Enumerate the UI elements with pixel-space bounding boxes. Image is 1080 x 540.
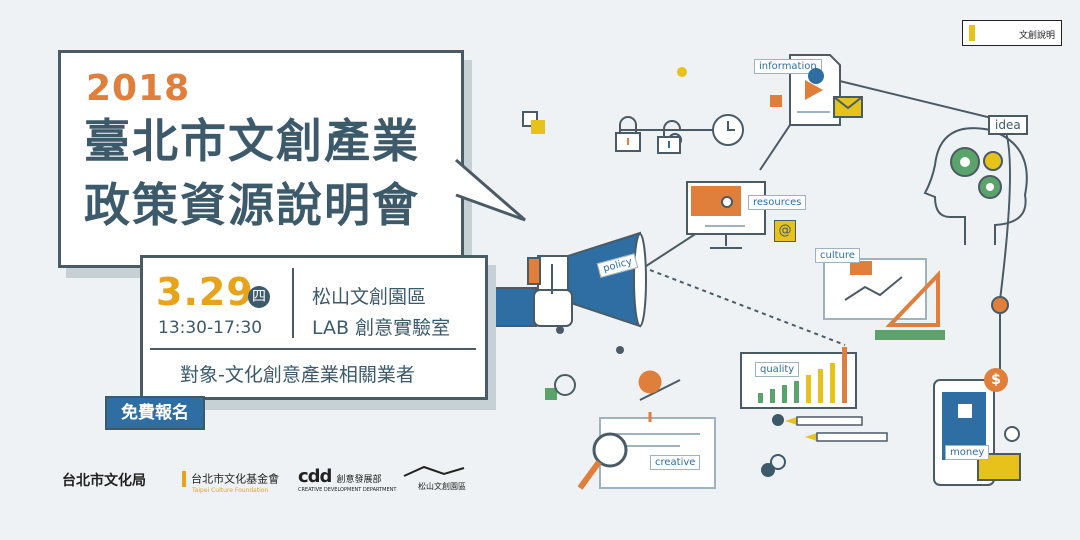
information-tag: information (754, 59, 822, 74)
clock-icon (712, 114, 744, 146)
songshan-logo: 松山文創園區 (402, 462, 466, 492)
foundation-mark-icon (182, 470, 186, 487)
foundation-name-en: Taipei Culture Foundation (192, 487, 269, 494)
event-weekday: 四 (248, 286, 270, 308)
monitor-icon (686, 181, 766, 249)
info-box (140, 255, 488, 400)
cdd-logo: cdd 創意發展部 CREATIVE DEVELOPMENT DEPARTMEN… (298, 466, 396, 493)
bubble-tail (455, 158, 526, 222)
top-right-logo: 文創說明 (962, 20, 1062, 46)
free-registration-button[interactable]: 免費報名 (105, 396, 205, 430)
foundation-logo: 台北市文化基金會 Taipei Culture Foundation (182, 468, 279, 494)
title-line1: 臺北市文創產業 (84, 114, 420, 168)
megaphone-icon (490, 231, 647, 328)
dollar-icon: $ (984, 368, 1008, 392)
money-tag: money (945, 445, 990, 460)
foundation-name: 台北市文化基金會 (191, 472, 280, 486)
title-line2: 政策資源說明會 (84, 178, 420, 232)
event-time: 13:30-17:30 (158, 318, 263, 338)
venue-line1: 松山文創園區 (312, 286, 427, 308)
info-dot (808, 68, 824, 84)
event-year: 2018 (86, 68, 191, 109)
event-date: 3.29 (156, 270, 254, 314)
songshan-name: 松山文創園區 (418, 482, 466, 491)
connector-dot (991, 296, 1009, 314)
event-audience: 對象-文化創意產業相關業者 (180, 364, 415, 386)
quality-tag: quality (755, 362, 800, 377)
head-icon (923, 127, 1028, 245)
lock-icon (615, 116, 681, 154)
resources-tag: resources (748, 195, 807, 210)
phone-icon (933, 379, 1021, 486)
info-divider-vertical (292, 268, 294, 338)
taipei-culture-bureau-logo: 台北市文化局 (62, 473, 146, 489)
magnifier-icon (577, 370, 716, 490)
culture-panel (823, 258, 945, 340)
logo-mark-icon (969, 25, 975, 41)
idea-tag: idea (988, 115, 1028, 135)
info-divider-horizontal (150, 348, 476, 350)
venue-line2: LAB 創意實驗室 (312, 317, 451, 339)
cdd-name: 創意發展部 (336, 475, 382, 485)
cdd-mark: cdd (298, 466, 332, 487)
cdd-name-en: CREATIVE DEVELOPMENT DEPARTMENT (298, 487, 397, 493)
chart-icon (740, 347, 857, 409)
creative-tag: creative (650, 455, 701, 470)
songshan-roof-icon (403, 465, 465, 477)
top-right-logo-label: 文創說明 (1019, 31, 1056, 41)
email-icon (833, 96, 863, 118)
culture-tag: culture (815, 248, 860, 263)
pencil-icon (785, 416, 888, 442)
at-icon: @ (774, 220, 796, 242)
